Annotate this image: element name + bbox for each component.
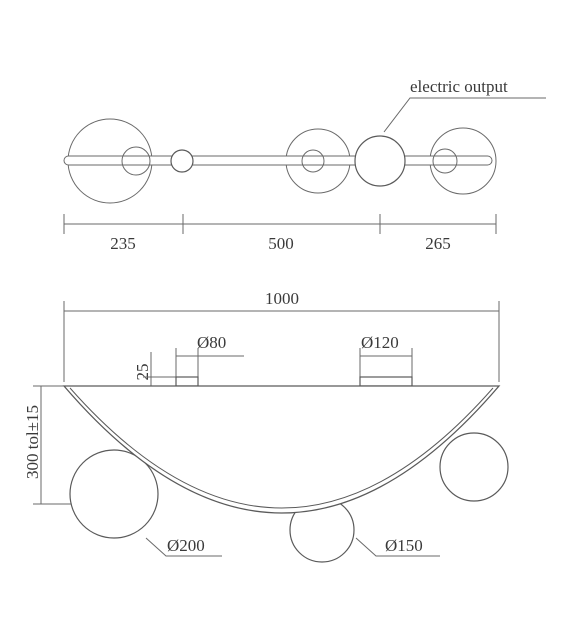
front-view: 1000 Ø80 Ø120 25 300 tol±15: [23, 289, 509, 563]
canopy-small: [175, 376, 199, 387]
canopy-large: [359, 376, 413, 387]
overall-height-label: 300 tol±15: [23, 405, 42, 479]
overall-width-label: 1000: [265, 289, 299, 308]
globe-right: [439, 432, 509, 502]
top-view: electric output 235 500 265: [63, 77, 546, 253]
bowl-inner-curve: [69, 387, 494, 509]
top-dim-3: 265: [425, 234, 451, 253]
globe-right-label: Ø150: [385, 536, 423, 555]
electric-output-label: electric output: [410, 77, 508, 96]
globe-left-label: Ø200: [167, 536, 205, 555]
bowl-shade: [62, 385, 501, 514]
top-dim-1: 235: [110, 234, 136, 253]
top-ring-left: [121, 146, 151, 176]
top-ring-right: [432, 148, 458, 174]
canopy-large-label: Ø120: [361, 333, 399, 352]
top-electric-output: [354, 135, 406, 187]
top-connector: [170, 149, 194, 173]
top-bar: [63, 155, 493, 166]
globe-right-leader: [355, 537, 440, 557]
electric-output-leader: [383, 97, 546, 133]
globe-left: [69, 449, 159, 539]
canopy-small-label: Ø80: [197, 333, 226, 352]
top-dim-2: 500: [268, 234, 294, 253]
canopy-height-label: 25: [133, 364, 152, 381]
top-ring-middle: [301, 149, 325, 173]
globe-left-leader: [145, 537, 222, 557]
